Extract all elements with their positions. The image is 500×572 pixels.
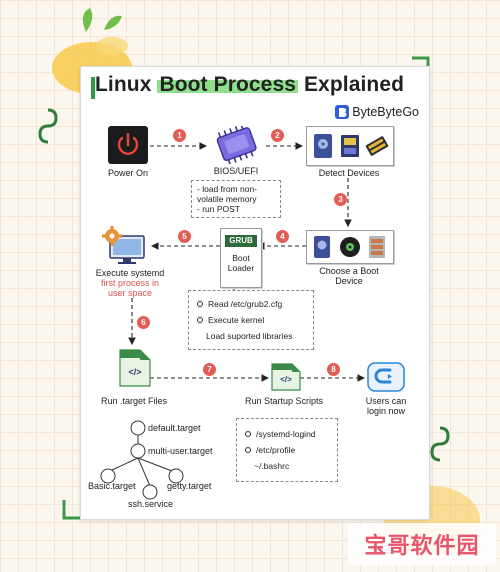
bytebytego-icon <box>335 105 350 119</box>
bullet-dot <box>197 301 203 307</box>
default-target-label: default.target <box>148 423 201 433</box>
systemd-label: Execute systemd first process in user sp… <box>90 268 170 298</box>
basic-target-label: Basic.target <box>88 481 136 491</box>
brand-name: ByteByteGo <box>352 105 419 119</box>
startup-code-glyph: </> <box>280 375 292 384</box>
bios-note-line-1: - load from non- <box>197 184 257 194</box>
bullet-dot <box>197 317 203 323</box>
target-code-glyph: </> <box>128 367 142 377</box>
power-icon <box>117 132 139 155</box>
power-on-box <box>108 126 148 164</box>
grub-box: GRUB Boot Loader <box>220 228 262 288</box>
step-badge-7: 7 <box>203 363 216 376</box>
target-file-icon <box>119 349 151 387</box>
diagram-title: Linux Boot Process Explained <box>95 73 404 97</box>
bios-notes: - load from non- volatile memory - run P… <box>191 180 281 218</box>
step-badge-8: 8 <box>327 363 340 376</box>
grub-note-1: Read /etc/grub2.cfg <box>208 299 283 309</box>
script-note-2: /etc/profile <box>256 445 296 455</box>
grub-notes: Read /etc/grub2.cfg Execute kernel Load … <box>188 290 314 350</box>
login-icon <box>367 362 405 392</box>
boot-loader-label: Boot Loader <box>221 253 261 273</box>
ssh-service-label: ssh.service <box>128 499 174 509</box>
power-on-label: Power On <box>107 168 149 178</box>
systemd-label-main: Execute systemd <box>95 268 165 278</box>
systemd-sub-line-1: first process in <box>100 278 160 288</box>
brand-logo: ByteByteGo <box>335 105 419 119</box>
watermark-text: 宝哥软件园 <box>364 534 480 559</box>
systemd-sub-line-2: user space <box>107 288 153 298</box>
step-badge-3: 3 <box>334 193 347 206</box>
title-text-2: Explained <box>298 73 405 96</box>
bios-note-line-2: volatile memory <box>197 194 257 204</box>
startup-scripts-notes: /systemd-logind /etc/profile ~/.bashrc <box>236 418 338 482</box>
detect-devices-box <box>306 126 394 166</box>
grub-note-2: Execute kernel <box>208 315 265 325</box>
step-badge-2: 2 <box>271 129 284 142</box>
grub-note-3: Load suported libraries <box>206 331 293 341</box>
boot-device-label: Choose a Boot Device <box>300 266 398 286</box>
boot-device-icons <box>314 236 385 258</box>
detect-devices-label: Detect Devices <box>318 168 380 178</box>
boot-device-label-line-1: Choose a Boot <box>319 266 379 276</box>
watermark: 宝哥软件园 <box>348 523 496 565</box>
bullet-dot <box>245 447 251 453</box>
boot-loader-label-line-1: Boot <box>232 253 250 263</box>
title-text-1: Linux <box>95 73 158 96</box>
boot-device-box <box>306 230 394 264</box>
step-badge-6: 6 <box>137 316 150 329</box>
device-icons <box>314 134 389 158</box>
title-accent-bar <box>91 77 95 99</box>
multi-user-target-label: multi-user.target <box>148 446 213 456</box>
startup-scripts-label: Run Startup Scripts <box>244 396 324 406</box>
getty-target-label: getty.target <box>167 481 212 491</box>
bios-note-line-3: - run POST <box>197 204 240 214</box>
title-text-highlight: Boot Process <box>157 73 299 96</box>
login-label-line-1: Users can <box>365 396 407 406</box>
script-note-3: ~/.bashrc <box>254 461 290 471</box>
step-badge-1: 1 <box>173 129 186 142</box>
bios-chip-icon <box>216 126 257 164</box>
step-badge-5: 5 <box>178 230 191 243</box>
script-note-1: /systemd-logind <box>256 429 316 439</box>
target-files-label: Run .target Files <box>100 396 168 406</box>
login-label: Users can login now <box>356 396 416 416</box>
boot-loader-label-line-2: Loader <box>227 263 255 273</box>
bullet-dot <box>245 431 251 437</box>
login-label-line-2: login now <box>366 406 406 416</box>
systemd-computer-icon <box>102 226 145 264</box>
startup-script-icon <box>271 363 301 391</box>
grub-badge: GRUB <box>225 235 257 247</box>
bios-label: BIOS/UEFI <box>213 166 259 176</box>
step-badge-4: 4 <box>276 230 289 243</box>
boot-device-label-line-2: Device <box>335 276 363 286</box>
